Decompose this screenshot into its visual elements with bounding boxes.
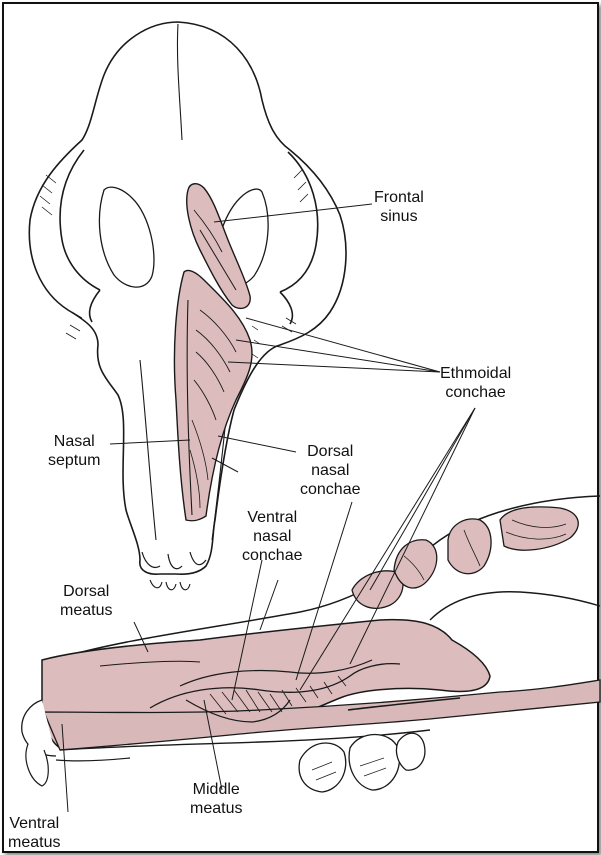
label-ventral-nasal-conchae: Ventral nasal conchae xyxy=(242,508,303,565)
label-nasal-septum: Nasal septum xyxy=(48,432,100,470)
label-ventral-nasal-conchae-line1: Ventral xyxy=(242,508,303,527)
label-dorsal-meatus-line1: Dorsal xyxy=(60,582,112,601)
label-middle-meatus-line1: Middle xyxy=(190,780,242,799)
label-frontal-sinus-line1: Frontal xyxy=(374,188,424,207)
label-dorsal-nasal-conchae-line3: conchae xyxy=(300,480,361,499)
label-ventral-nasal-conchae-line2: nasal xyxy=(242,527,303,546)
label-dorsal-nasal-conchae: Dorsal nasal conchae xyxy=(300,442,361,499)
label-ethmoidal-conchae-line2: conchae xyxy=(440,383,511,402)
label-nasal-septum-line2: septum xyxy=(48,451,100,470)
label-middle-meatus-line2: meatus xyxy=(190,799,242,818)
label-ventral-meatus-line1: Ventral xyxy=(8,814,60,833)
label-dorsal-meatus: Dorsal meatus xyxy=(60,582,112,620)
label-frontal-sinus: Frontal sinus xyxy=(374,188,424,226)
label-dorsal-meatus-line2: meatus xyxy=(60,601,112,620)
label-ethmoidal-conchae: Ethmoidal conchae xyxy=(440,364,511,402)
nasal-cavity-dorsal xyxy=(174,270,260,520)
label-middle-meatus: Middle meatus xyxy=(190,780,242,818)
skull-sagittal-view xyxy=(22,496,600,792)
label-ventral-meatus-line2: meatus xyxy=(8,833,60,852)
label-ventral-meatus: Ventral meatus xyxy=(8,814,60,852)
label-ethmoidal-conchae-line1: Ethmoidal xyxy=(440,364,511,383)
label-frontal-sinus-line2: sinus xyxy=(374,207,424,226)
label-ventral-nasal-conchae-line3: conchae xyxy=(242,546,303,565)
label-dorsal-nasal-conchae-line1: Dorsal xyxy=(300,442,361,461)
label-nasal-septum-line1: Nasal xyxy=(48,432,100,451)
label-dorsal-nasal-conchae-line2: nasal xyxy=(300,461,361,480)
